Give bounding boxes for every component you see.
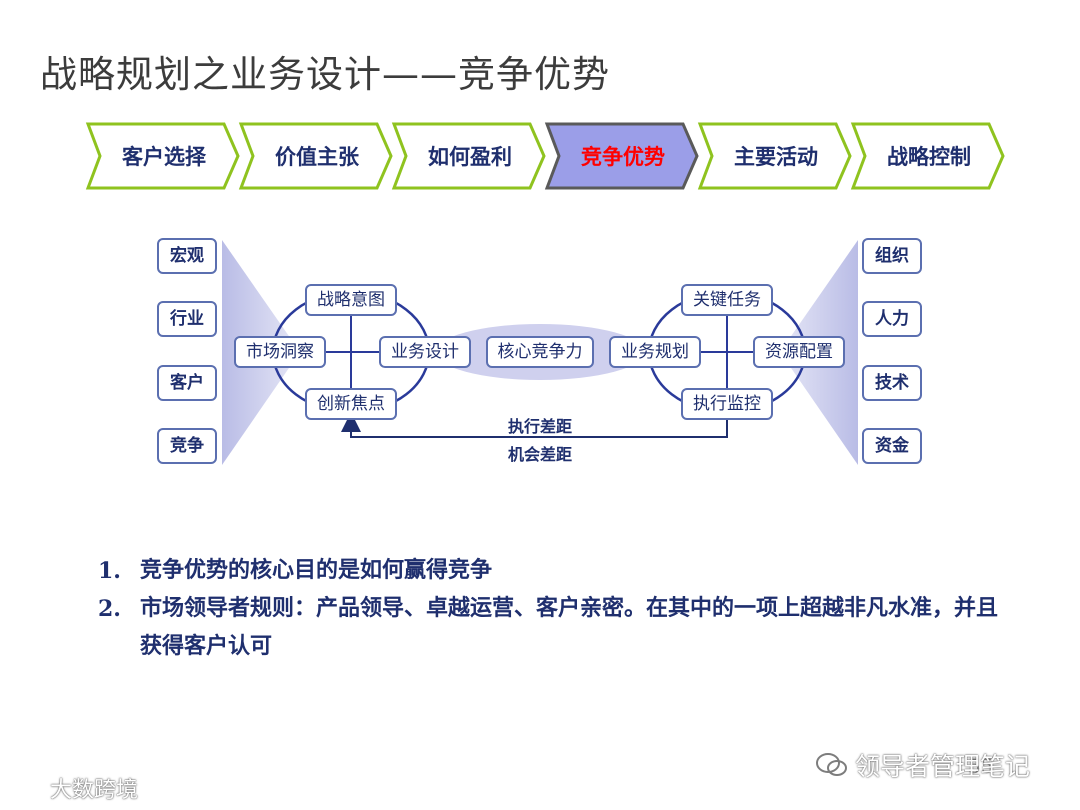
watermark-right: 领导者管理笔记 xyxy=(815,745,1030,785)
factor-frame-competition xyxy=(157,428,217,464)
box-frame-core-competence xyxy=(486,336,594,368)
factor-capital: 资金 xyxy=(875,436,909,456)
box-frame-business-planning xyxy=(609,336,701,368)
key-points-list: 1. 竞争优势的核心目的是如何赢得竞争 2. 市场领导者规则：产品领导、卓越运营… xyxy=(98,552,1018,666)
brand-logo-icon xyxy=(10,780,44,796)
factor-frame-macro xyxy=(157,238,217,274)
chat-bubble-icon xyxy=(816,753,847,776)
factor-competition: 竞争 xyxy=(170,436,204,456)
box-resource-allocation: 资源配置 xyxy=(765,342,833,362)
factor-macro: 宏观 xyxy=(170,246,204,266)
chevron-step-label: 主要活动 xyxy=(734,145,818,169)
chevron-step-label: 如何盈利 xyxy=(428,145,512,169)
chevron-step-shape xyxy=(391,122,546,190)
box-business-design: 业务设计 xyxy=(391,342,459,362)
point-number: 2. xyxy=(98,596,121,622)
box-frame-execution-monitoring xyxy=(681,388,773,420)
factor-frame-customer xyxy=(157,365,217,401)
factor-frame-organization xyxy=(862,238,922,274)
box-market-insight: 市场洞察 xyxy=(246,342,314,362)
factor-industry: 行业 xyxy=(170,309,204,329)
opportunity-gap-label: 机会差距 xyxy=(507,445,572,464)
box-frame-resource-allocation xyxy=(753,336,845,368)
point-item: 1. 竞争优势的核心目的是如何赢得竞争 xyxy=(98,552,1018,590)
box-core-competence: 核心竞争力 xyxy=(497,342,583,362)
page-number: 55 xyxy=(968,754,994,778)
point-number: 1. xyxy=(98,558,121,584)
box-innovation-focus: 创新焦点 xyxy=(317,394,385,414)
box-strategic-intent: 战略意图 xyxy=(317,290,385,310)
box-frame-strategic-intent xyxy=(305,284,397,316)
chevron-step-shape xyxy=(697,122,852,190)
point-item: 2. 市场领导者规则：产品领导、卓越运营、客户亲密。在其中的一项上超越非凡水准，… xyxy=(98,590,1018,666)
box-frame-business-design xyxy=(379,336,471,368)
watermark-left-text: 大数跨境 xyxy=(50,778,139,803)
box-execution-monitoring: 执行监控 xyxy=(693,394,761,414)
factor-technology: 技术 xyxy=(875,373,909,393)
box-frame-innovation-focus xyxy=(305,388,397,420)
execution-gap-label: 执行差距 xyxy=(507,417,572,436)
chevron-step-shape xyxy=(544,122,699,190)
factor-people: 人力 xyxy=(875,309,909,329)
feedback-arrow xyxy=(341,412,728,438)
strategy-diagram xyxy=(157,238,922,465)
box-key-tasks: 关键任务 xyxy=(693,290,761,310)
chevron-step-label: 客户选择 xyxy=(122,145,206,169)
factor-customer: 客户 xyxy=(170,373,204,393)
factor-frame-capital xyxy=(862,428,922,464)
chevron-step-label: 价值主张 xyxy=(275,145,359,169)
factor-frame-industry xyxy=(157,301,217,337)
watermark-left: 大数跨境 xyxy=(10,772,138,804)
process-chevron-bar xyxy=(85,122,1005,190)
point-text: 市场领导者规则：产品领导、卓越运营、客户亲密。在其中的一项上超越非凡水准，并且获… xyxy=(140,596,999,659)
point-text: 竞争优势的核心目的是如何赢得竞争 xyxy=(140,558,493,583)
box-frame-market-insight xyxy=(234,336,326,368)
chevron-step-shape xyxy=(85,122,240,190)
factor-frame-people xyxy=(862,301,922,337)
chevron-step-label: 战略控制 xyxy=(887,145,971,169)
factor-organization: 组织 xyxy=(875,246,909,266)
chevron-step-shape xyxy=(238,122,393,190)
chevron-step-label: 竞争优势 xyxy=(581,145,665,169)
page-title: 战略规划之业务设计——竞争优势 xyxy=(40,53,610,96)
box-business-planning: 业务规划 xyxy=(621,342,689,362)
watermark-right-text: 领导者管理笔记 xyxy=(855,752,1031,781)
chevron-step-shape xyxy=(850,122,1005,190)
factor-frame-technology xyxy=(862,365,922,401)
box-frame-key-tasks xyxy=(681,284,773,316)
